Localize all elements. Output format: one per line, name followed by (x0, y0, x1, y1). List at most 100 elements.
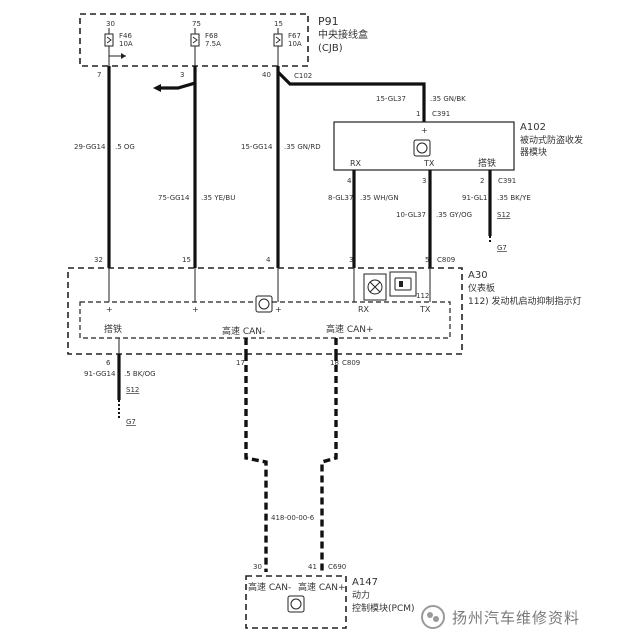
plus-label: + (106, 305, 113, 314)
ground-label: G7 (497, 244, 507, 252)
a102-name-line1: 被动式防盗收发 (520, 134, 583, 146)
wire-circuit-label: 8-GL37 (328, 194, 353, 202)
module-icon (413, 139, 431, 157)
plus-label: + (192, 305, 199, 314)
pin-label: 41 (308, 563, 317, 571)
wire-circuit-label: 91-GL1 (462, 194, 487, 202)
p91-junction-box: P91 中央接线盒 (CJB) 30 F46 10A 75 F68 7.5A (79, 13, 368, 67)
pin-label: 30 (253, 563, 262, 571)
fuse-f67-name: F67 (288, 32, 301, 40)
module-icon (255, 295, 273, 313)
wire-circuit-label: 29-GG14 (74, 143, 106, 151)
wire-circuit-label: 10-GL37 (396, 211, 426, 219)
connector-label: C102 (294, 72, 312, 80)
pin-label: 5 (425, 256, 429, 264)
a102-pin-tx: TX (423, 159, 435, 168)
a30-pin-rx: RX (358, 305, 370, 314)
pin-label: 7 (97, 71, 101, 79)
can-bus-wires (244, 338, 338, 572)
module-icon-ring (290, 598, 302, 610)
a147-pin-can-lo: 高速 CAN- (248, 581, 291, 593)
a30-pin-can-lo: 高速 CAN- (222, 325, 265, 337)
wire-circuit-label: 15-GG14 (241, 143, 273, 151)
pin-label: 3 (422, 177, 426, 185)
watermark-text: 扬州汽车维修资料 (452, 608, 581, 627)
power-wires (107, 66, 426, 268)
a147-pcm-module: 30 41 C690 高速 CAN- 高速 CAN+ A147 动力 控制模块(… (245, 563, 415, 629)
ground-a102: S12 G7 (489, 211, 510, 252)
pin-label: 32 (94, 256, 103, 264)
fuse-f46: 30 F46 10A (104, 20, 133, 66)
pin-label: 3 (180, 71, 184, 79)
watermark: 扬州汽车维修资料 (420, 602, 620, 632)
a30-pin-can-hi: 高速 CAN+ (326, 323, 374, 335)
fuse-f68-pin: 75 (192, 20, 201, 28)
wire-color-label: .35 YE/BU (201, 194, 235, 202)
a30-pin-tx: TX (419, 305, 431, 314)
pin-label: 40 (262, 71, 271, 79)
fuse-f46-pin: 30 (106, 20, 115, 28)
fuse-icon (104, 33, 114, 47)
fuse-f46-rating: 10A (119, 40, 133, 48)
a30-lamp-label: 112) 发动机启动抑制指示灯 (468, 295, 582, 307)
a30-instrument-cluster: 32 15 4 3 5 C809 A30 仪表板 112) 发动机启动抑制指示灯… (67, 256, 582, 355)
module-icon (287, 595, 305, 613)
a147-pin-can-hi: 高速 CAN+ (298, 581, 346, 593)
wechat-logo-icon (421, 605, 445, 629)
a102-transceiver-module: 1 C391 + RX TX 搭铁 A102 被动式防盗收发 器模块 (333, 110, 583, 171)
wire-color-label: .35 GN/BK (430, 95, 466, 103)
arrow-right-icon (121, 53, 126, 59)
connector-label: C809 (342, 359, 360, 367)
wire-color-label: .35 BK/YE (497, 194, 531, 202)
wire-branch-left (160, 66, 197, 90)
immobilizer-indicator-icon (389, 271, 417, 297)
a102-pin-rx: RX (350, 159, 362, 168)
splice-label: S12 (497, 211, 510, 219)
pin-label: 4 (347, 177, 352, 185)
a102-pin-plus: + (421, 126, 428, 135)
a147-name-line2: 控制模块(PCM) (352, 602, 415, 614)
ground-label: G7 (126, 418, 136, 426)
connector-label: C391 (432, 110, 450, 118)
fuse-f67-rating: 10A (288, 40, 302, 48)
wire-circuit-label: 75-GG14 (158, 194, 190, 202)
a102-name-line2: 器模块 (520, 146, 547, 158)
pin-label: 17 (236, 359, 245, 367)
warning-lamp-icon (363, 273, 387, 301)
fuse-icon (273, 33, 283, 47)
pin-label: 3 (349, 256, 353, 264)
a102-id: A102 (520, 122, 546, 133)
plus-label: + (275, 305, 282, 314)
arrow-left-icon (153, 84, 161, 92)
a102-pin-gnd: 搭铁 (478, 157, 496, 169)
fuse-icon (190, 33, 200, 47)
pin-label: 18 (330, 359, 339, 367)
module-icon-ring (416, 142, 428, 154)
p91-sub: (CJB) (318, 43, 343, 54)
wire-color-label: .35 GN/RD (284, 143, 321, 151)
a30-name: 仪表板 (468, 282, 495, 294)
pin-label: 15 (182, 256, 191, 264)
wire-color-label: .35 GY/OG (436, 211, 472, 219)
fuse-f68-name: F68 (205, 32, 218, 40)
fuse-f68-rating: 7.5A (205, 40, 221, 48)
a30-pin-gnd: 搭铁 (104, 323, 122, 335)
wire-color-label: .35 WH/GN (360, 194, 399, 202)
wire-15-gl37 (276, 70, 426, 122)
fuse-f67: 15 F67 10A (273, 20, 302, 66)
can-reference-label: 418-00-00-6 (271, 514, 315, 522)
wire-labels: 29-GG14 .5 OG 75-GG14 .35 YE/BU 15-GG14 … (74, 95, 466, 202)
a147-name-line1: 动力 (352, 589, 370, 601)
ground-a30: S12 G7 (118, 386, 139, 426)
connector-label: C809 (437, 256, 455, 264)
connector-label: C690 (328, 563, 346, 571)
wire-color-label: .5 BK/OG (124, 370, 156, 378)
fuse-f46-name: F46 (119, 32, 132, 40)
connector-label: C391 (498, 177, 516, 185)
wire-circuit-label: 91-GG14 (84, 370, 116, 378)
p91-id: P91 (318, 15, 339, 28)
pin-label: 4 (266, 256, 271, 264)
fuse-f67-pin: 15 (274, 20, 283, 28)
fuse-f68: 75 F68 7.5A (190, 20, 221, 66)
